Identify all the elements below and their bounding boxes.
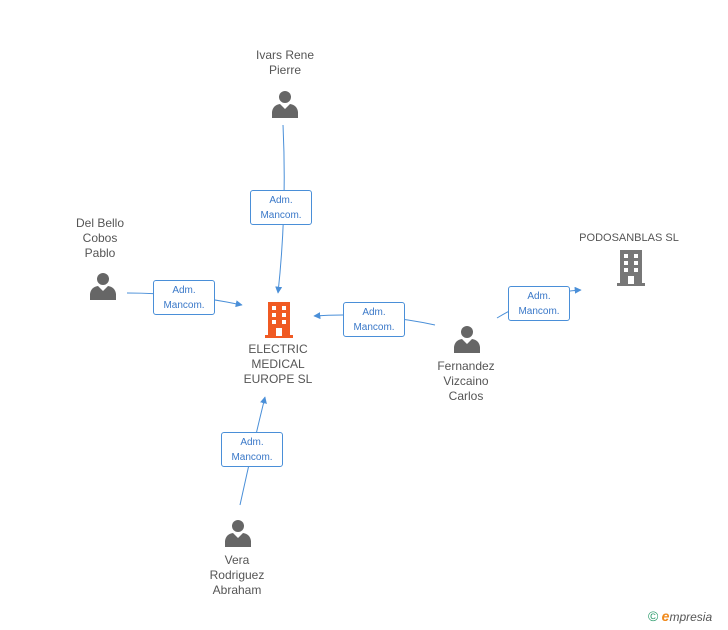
- edge-label-ivars-electric: Adm. Mancom.: [250, 190, 312, 225]
- edge-label-fernandez-podosanblas: Adm. Mancom.: [508, 286, 570, 321]
- person-icon[interactable]: [223, 518, 253, 548]
- edge-role-line2: Mancom.: [260, 210, 302, 221]
- edge-role-line1: Adm.: [362, 307, 386, 318]
- copyright-symbol: ©: [648, 608, 659, 624]
- person-icon[interactable]: [452, 324, 482, 354]
- edge-role-line1: Adm.: [269, 195, 293, 206]
- edge-role-line1: Adm.: [527, 291, 551, 302]
- node-label-fernandez[interactable]: Fernandez Vizcaino Carlos: [437, 359, 495, 403]
- edge-role-line2: Mancom.: [518, 306, 560, 317]
- edge-label-delbello-electric: Adm. Mancom.: [153, 280, 215, 315]
- brand-name: mpresia: [669, 610, 713, 624]
- building-icon[interactable]: [264, 302, 294, 338]
- building-icon[interactable]: [616, 250, 646, 286]
- empresia-logo[interactable]: © empresia: [648, 608, 712, 624]
- person-icon[interactable]: [88, 271, 118, 301]
- edge-role-line2: Mancom.: [231, 452, 273, 463]
- edge-role-line2: Mancom.: [163, 300, 205, 311]
- node-label-vera[interactable]: Vera Rodriguez Abraham: [209, 553, 265, 597]
- node-label-delbello[interactable]: Del Bello Cobos Pablo: [75, 216, 125, 260]
- node-label-electric[interactable]: ELECTRIC MEDICAL EUROPE SL: [243, 342, 313, 386]
- node-label-podosanblas[interactable]: PODOSANBLAS SL: [579, 232, 679, 244]
- edge-role-line1: Adm.: [172, 285, 196, 296]
- node-label-ivars[interactable]: Ivars Rene Pierre: [255, 48, 315, 77]
- edge-role-line2: Mancom.: [353, 322, 395, 333]
- brand-initial: e: [661, 608, 670, 624]
- edge-role-line1: Adm.: [240, 437, 264, 448]
- edge-label-fernandez-electric: Adm. Mancom.: [343, 302, 405, 337]
- edge-label-vera-electric: Adm. Mancom.: [221, 432, 283, 467]
- person-icon[interactable]: [270, 89, 300, 119]
